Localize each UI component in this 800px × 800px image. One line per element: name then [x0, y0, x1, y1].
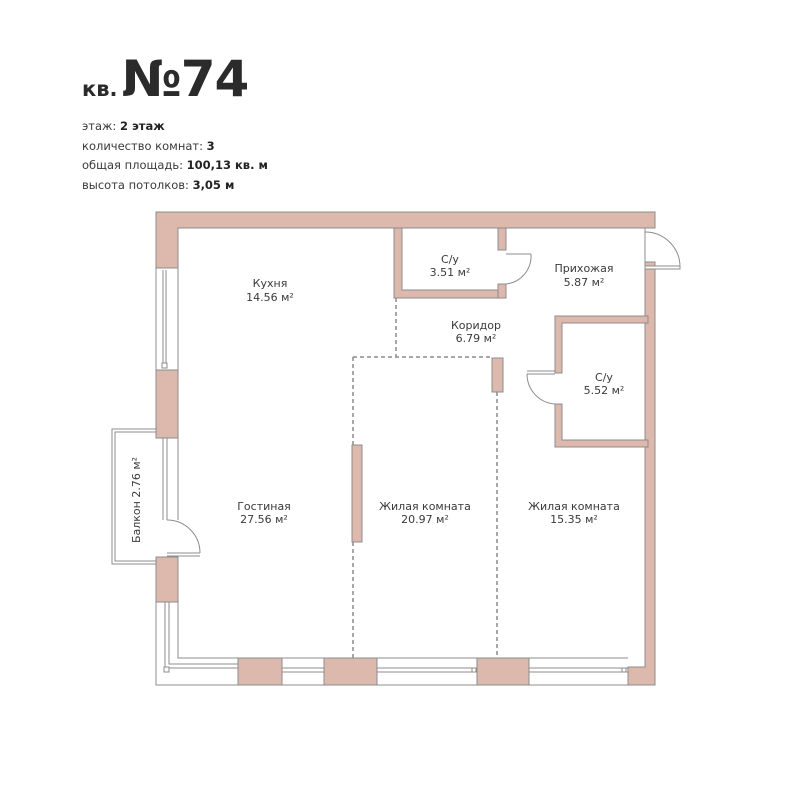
- label-kitchen-name: Кухня: [253, 277, 288, 290]
- window-kitchen: [155, 267, 179, 371]
- room-labels: Кухня 14.56 м² С/у 3.51 м² Прихожая 5.87…: [130, 253, 624, 543]
- wall-bottom-pier-3: [476, 657, 530, 686]
- label-living-area: 27.56 м²: [240, 513, 288, 526]
- bathroom1-door: [505, 253, 532, 285]
- window-living-corner: [155, 602, 238, 686]
- wall-bottom-pier-1: [237, 657, 283, 686]
- wall-top: [155, 211, 656, 269]
- wall-bathroom2-top: [554, 315, 649, 374]
- apartment-number: №74: [121, 50, 250, 108]
- entry-door: [644, 231, 681, 270]
- label-corridor-name: Коридор: [451, 319, 501, 332]
- wall-bathroom1-jamb-top: [497, 227, 507, 251]
- partition-stub: [491, 357, 504, 393]
- partition-wardrobe: [351, 444, 363, 543]
- wall-left-lower: [155, 556, 179, 603]
- apartment-info: этаж: 2 этаж количество комнат: 3 общая …: [82, 117, 268, 195]
- label-bedroom2-area: 15.35 м²: [550, 513, 598, 526]
- info-value: 3: [206, 138, 215, 153]
- label-hallway-name: Прихожая: [555, 262, 614, 275]
- label-bedroom1-area: 20.97 м²: [401, 513, 449, 526]
- info-value: 100,13 кв. м: [186, 158, 268, 172]
- apartment-prefix: кв.: [82, 77, 118, 101]
- label-bedroom1-name: Жилая комната: [379, 500, 471, 513]
- wall-left-middle: [155, 369, 179, 439]
- info-label: количество комнат:: [82, 138, 207, 153]
- info-label: высота потолков:: [82, 177, 193, 192]
- info-label: этаж:: [82, 119, 120, 133]
- bathroom2-door: [526, 370, 556, 405]
- label-bathroom1-area: 3.51 м²: [430, 266, 471, 279]
- zone-boundaries: [352, 298, 498, 658]
- label-bathroom1-name: С/у: [441, 253, 459, 266]
- balcony: [111, 428, 201, 565]
- info-label: общая площадь:: [82, 158, 187, 172]
- label-living-name: Гостиная: [237, 500, 291, 513]
- info-area: общая площадь: 100,13 кв. м: [82, 156, 268, 176]
- wall-right: [627, 261, 656, 686]
- apartment-title: кв. №74: [82, 50, 250, 108]
- label-kitchen-area: 14.56 м²: [246, 291, 294, 304]
- label-bathroom2-area: 5.52 м²: [584, 384, 625, 397]
- label-hallway-area: 5.87 м²: [564, 276, 605, 289]
- label-bedroom2-name: Жилая комната: [528, 500, 620, 513]
- windows-bottom: [178, 657, 629, 686]
- wall-bathroom2-bottom: [554, 403, 649, 448]
- apartment-header: кв. №74: [82, 50, 250, 108]
- wall-bottom-pier-2: [323, 657, 378, 686]
- label-bathroom2-name: С/у: [595, 371, 613, 384]
- label-corridor-area: 6.79 м²: [456, 332, 497, 345]
- info-ceiling: высота потолков: 3,05 м: [82, 176, 268, 196]
- info-floor: этаж: 2 этаж: [82, 117, 268, 137]
- label-balcony: Балкон 2.76 м²: [130, 457, 143, 543]
- wall-bathroom1-jamb-bottom: [497, 283, 507, 299]
- info-value: 2 этаж: [119, 119, 165, 133]
- info-value: 3,05 м: [192, 177, 235, 192]
- info-rooms: количество комнат: 3: [82, 137, 268, 157]
